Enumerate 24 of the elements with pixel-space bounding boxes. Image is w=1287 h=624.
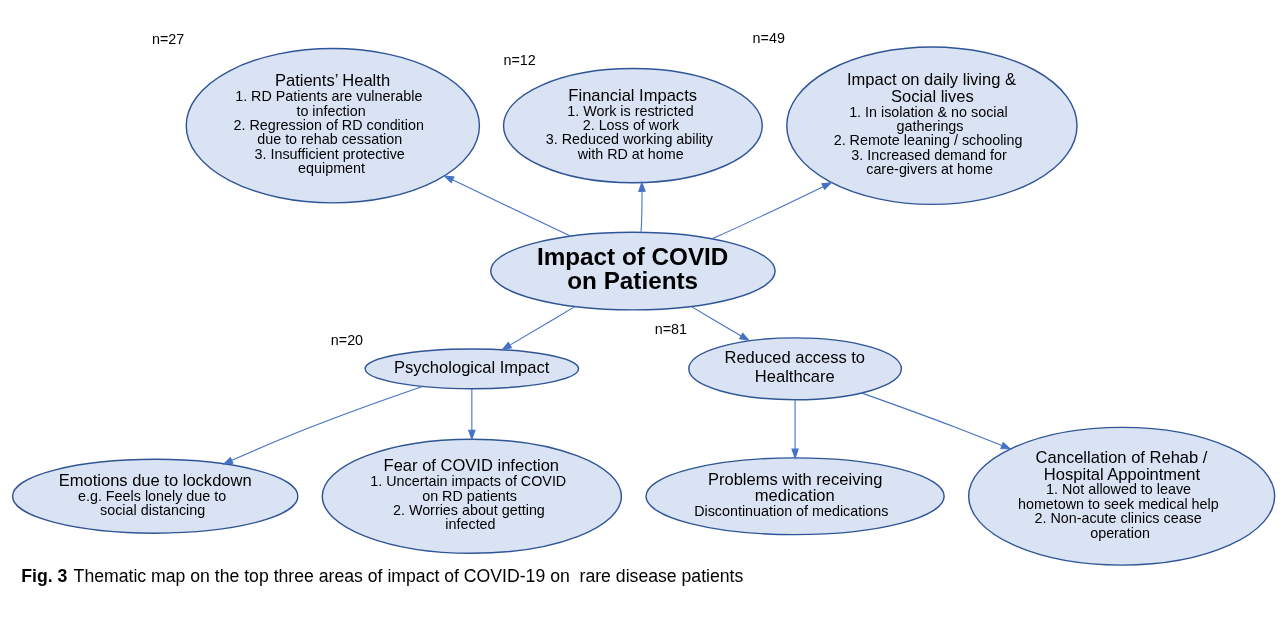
node-ellipse: Problems with receiving medication Discontinuation of medications (645, 456, 945, 535)
node-ellipse: Impact on daily living & Social lives 1. In isolation & no social gatherings 2. Remote leaning / schooling 3. Increased demand for care-givers at home (786, 45, 1078, 205)
node-label: n=20 (330, 331, 364, 348)
arrow (791, 399, 799, 460)
node-ellipse: Reduced access to Healthcare (688, 336, 903, 400)
arrow (443, 174, 571, 236)
node-ellipse: Patients’ Health 1. RD Patients are vulnerable to infection 2. Regression of RD condition due to rehab cessation 3. Insufficient protective equipment (185, 47, 481, 204)
node-label: n=81 (654, 320, 688, 337)
node-label: n=12 (503, 51, 536, 68)
arrow (467, 387, 476, 441)
arrow (222, 385, 424, 465)
arrow (690, 305, 751, 341)
arrow (861, 392, 1012, 449)
arrow (712, 181, 833, 239)
arrow (500, 305, 576, 350)
node-label: n=49 (752, 29, 785, 46)
node-label: n=27 (151, 30, 185, 47)
caption: Fig. 3 Thematic map on the top three areas of impact of COVID-19 on rare disease patients (21, 565, 744, 586)
node-ellipse: Psychological Impact (364, 347, 580, 389)
node-ellipse: Cancellation of Rehab / Hospital Appointment 1. Not allowed to leave hometown to seek medical help 2. Non-acute clinics cease operation (967, 426, 1276, 566)
arrow (638, 180, 646, 232)
node-ellipse: Fear of COVID infection 1. Uncertain impacts of COVID on RD patients 2. Worries about getting infected (321, 437, 623, 554)
node-ellipse: Financial Impacts 1. Work is restricted 2. Loss of work 3. Reduced working ability with RD at home (502, 67, 763, 183)
node-ellipse: Impact of COVID on Patients (490, 230, 776, 311)
